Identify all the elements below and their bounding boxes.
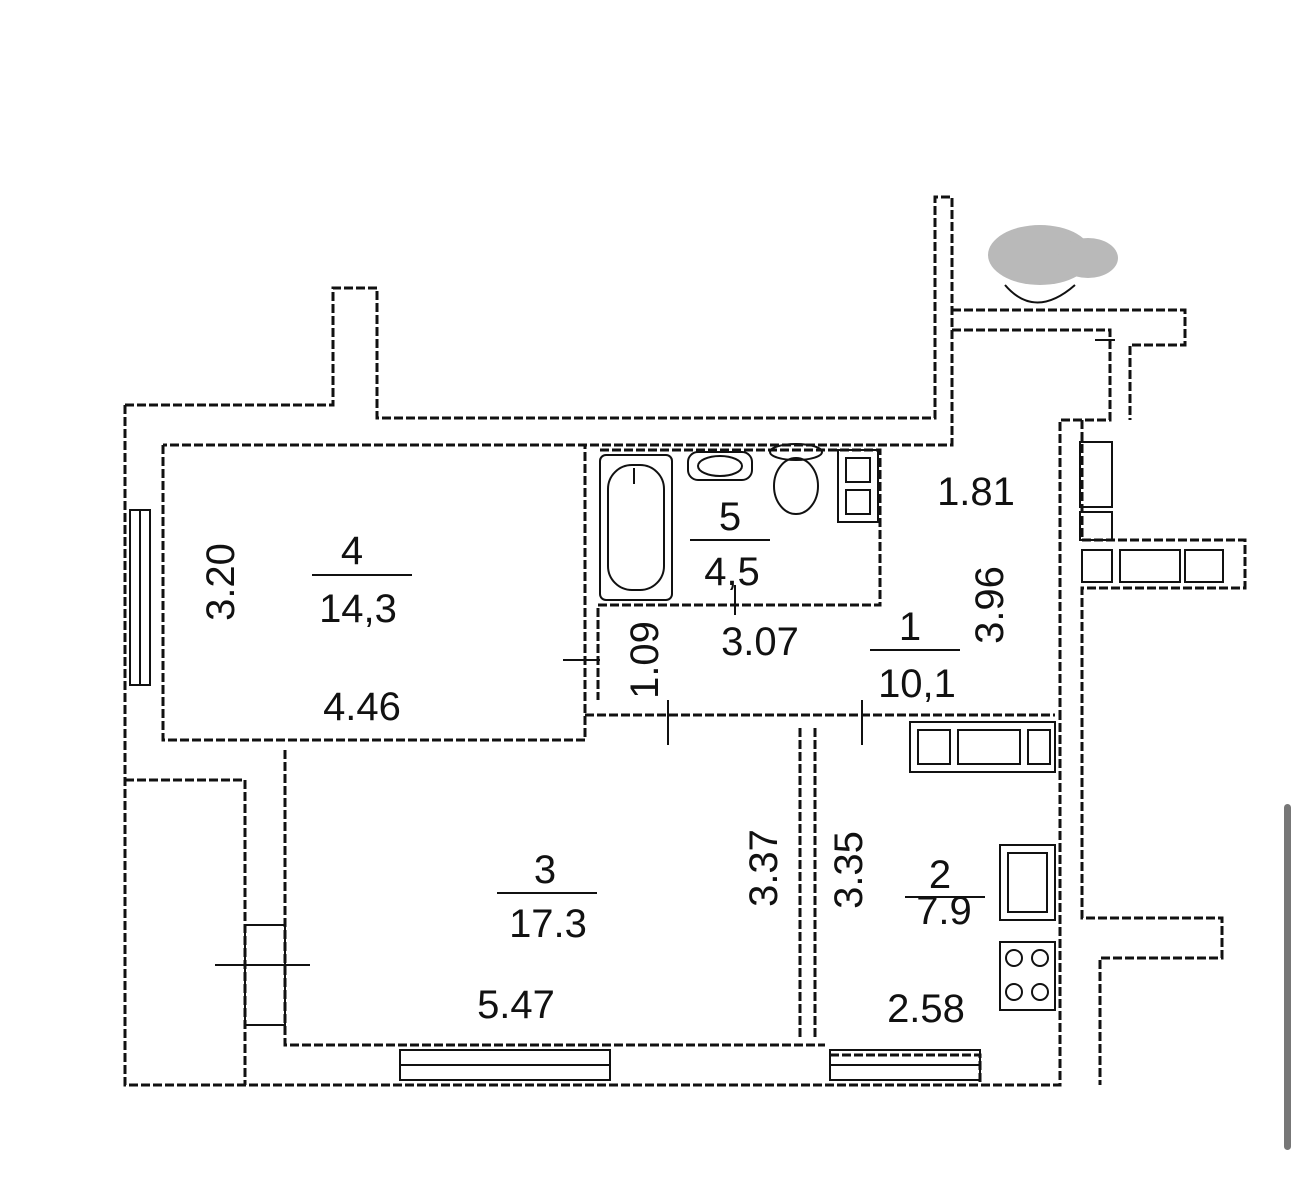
sink-icon <box>687 451 753 481</box>
room-3-width: 5.47 <box>477 983 555 1027</box>
room-1-length-a: 1.81 <box>937 470 1015 514</box>
room-5-area: 4,5 <box>704 550 760 594</box>
room-2-depth: 3.35 <box>827 831 871 909</box>
toilet-icon <box>769 443 823 515</box>
room-1-area: 10,1 <box>878 662 956 706</box>
room-3-number: 3 <box>534 848 556 892</box>
room-4-width: 4.46 <box>323 685 401 729</box>
room-5-number: 5 <box>719 495 741 539</box>
room-2-width: 2.58 <box>887 987 965 1031</box>
outer-walls <box>123 195 1247 1087</box>
cabinet-icon <box>837 449 879 523</box>
windows <box>129 509 981 1081</box>
vertical-scrollbar[interactable] <box>1284 804 1291 1150</box>
room-4-area: 14,3 <box>319 587 397 631</box>
room-1-number: 1 <box>899 605 921 649</box>
room-1-length-c: 3.96 <box>968 566 1012 644</box>
room-2-area: 7.9 <box>916 889 972 933</box>
room-4-number: 4 <box>341 529 363 573</box>
blurred-logo <box>988 225 1118 304</box>
room-3-depth: 3.37 <box>742 829 786 907</box>
ventilation-shafts-icon <box>909 441 1224 773</box>
stove-icon <box>999 844 1056 1011</box>
bathtub-icon <box>599 454 673 601</box>
room-4-depth: 3.20 <box>199 543 243 621</box>
dimension-ticks <box>563 339 1115 745</box>
room-3-area: 17.3 <box>509 902 587 946</box>
room-1-width-small: 1.09 <box>623 621 667 699</box>
room-1-length-b: 3.07 <box>721 620 799 664</box>
room-2-number: 2 <box>929 853 951 897</box>
